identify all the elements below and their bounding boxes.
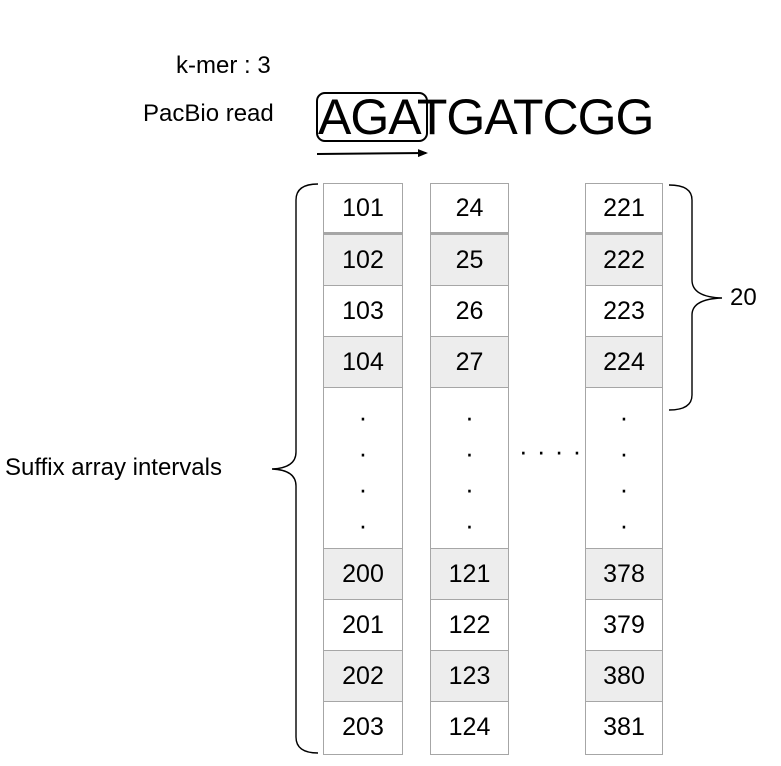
table-cell: 379 <box>586 600 662 651</box>
table-cell: 102 <box>324 235 402 286</box>
column-ellipsis: · · · · <box>519 436 583 466</box>
vertical-dot: · <box>619 510 629 540</box>
suffix-array-column-3: 221 222 223 224 · · · · 378 379 380 381 <box>585 183 663 755</box>
kmer-direction-arrow <box>316 149 428 158</box>
vertical-dot: · <box>619 402 629 432</box>
table-cell: 121 <box>431 549 508 600</box>
vertical-dot: · <box>465 438 474 468</box>
table-cell: 223 <box>586 286 662 337</box>
table-cell: 202 <box>324 651 402 702</box>
table-cell: 124 <box>448 713 491 741</box>
table-cell: 26 <box>431 286 508 337</box>
table-cell: 200 <box>324 549 402 600</box>
table-cell: 222 <box>586 235 662 286</box>
vertical-dot: · <box>358 474 368 504</box>
vertical-dot: · <box>465 474 474 504</box>
ellipsis-cell: · · · · <box>431 388 508 549</box>
table-cell: 123 <box>431 651 508 702</box>
table-cell: 224 <box>586 337 662 388</box>
table-cell: 27 <box>431 337 508 388</box>
kmer-label: k-mer : 3 <box>176 52 271 79</box>
suffix-array-column-1: 101 102 103 104 · · · · 200 201 202 203 <box>323 183 403 755</box>
vertical-dot: · <box>619 474 629 504</box>
vertical-dot: · <box>465 510 474 540</box>
vertical-dot: · <box>465 402 474 432</box>
table-cell: 380 <box>586 651 662 702</box>
interval-count-label: 20 <box>730 284 757 311</box>
table-cell: 104 <box>324 337 402 388</box>
vertical-dot: · <box>358 510 368 540</box>
vertical-dot: · <box>358 438 368 468</box>
suffix-array-column-2: 24 25 26 27 · · · · 121 122 123 124 <box>430 183 509 755</box>
table-cell: 101 <box>324 184 402 235</box>
table-cell: 378 <box>586 549 662 600</box>
table-cell: 24 <box>431 184 508 235</box>
left-brace <box>271 183 319 754</box>
table-cell: 103 <box>324 286 402 337</box>
read-kmer: AGA <box>318 89 418 145</box>
table-cell: 381 <box>603 713 645 741</box>
table-cell: 25 <box>431 235 508 286</box>
ellipsis-cell: · · · · <box>586 388 662 549</box>
read-rest: TGATCGG <box>416 89 655 145</box>
read-label: PacBio read <box>143 100 274 127</box>
suffix-intervals-label: Suffix array intervals <box>5 454 222 481</box>
read-sequence: AGATGATCGG <box>318 89 655 145</box>
kmer-window-box <box>316 92 428 142</box>
table-cell: 122 <box>431 600 508 651</box>
right-brace <box>668 184 723 411</box>
vertical-dot: · <box>619 438 629 468</box>
table-cell: 221 <box>586 184 662 235</box>
ellipsis-cell: · · · · <box>324 388 402 549</box>
table-cell: 203 <box>342 713 384 741</box>
table-cell: 201 <box>324 600 402 651</box>
vertical-dot: · <box>358 402 368 432</box>
